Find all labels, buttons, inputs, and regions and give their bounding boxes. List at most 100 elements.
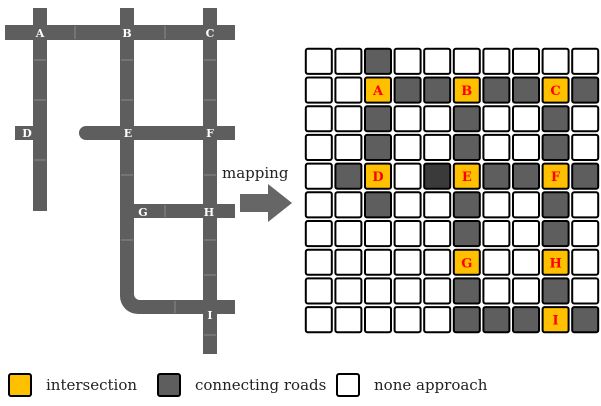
- grid-label-a: A: [372, 84, 384, 99]
- grid-cell-road: [364, 191, 392, 219]
- grid-cell-empty: [571, 105, 600, 133]
- grid-cell-empty: [364, 220, 392, 248]
- road-D-stub: [15, 126, 43, 140]
- grid-cell-empty: [334, 248, 363, 276]
- grid-cell-empty: [423, 306, 452, 334]
- grid-cell-road: [364, 133, 392, 161]
- connecting-road-swatch: [157, 373, 181, 397]
- grid-cell-empty: [482, 47, 511, 75]
- grid-cell-empty: [512, 105, 540, 133]
- grid-cell-empty: [482, 220, 511, 248]
- grid-cell-empty: [334, 277, 363, 305]
- grid-cell-empty: [393, 162, 422, 190]
- grid-label-d: D: [372, 170, 383, 185]
- grid-cell-empty: [423, 191, 452, 219]
- grid-cell-road: [452, 220, 481, 248]
- grid-cell-empty: [571, 220, 600, 248]
- grid-cell-road: [571, 162, 600, 190]
- road-label-f: F: [206, 127, 214, 140]
- grid-cell-empty: [393, 277, 422, 305]
- grid-cell-empty: [304, 277, 333, 305]
- grid-cell-empty: [334, 47, 363, 75]
- grid-cell-empty: [512, 191, 540, 219]
- grid-cell-intersection-h: [541, 248, 570, 276]
- grid-cell-intersection-c: [541, 76, 570, 104]
- grid-cell-empty: [512, 277, 540, 305]
- grid-cell-empty: [423, 248, 452, 276]
- grid-cell-empty: [304, 191, 333, 219]
- grid-cell-road: [364, 47, 392, 75]
- road-label-d: D: [22, 127, 32, 140]
- grid-cell-empty: [393, 220, 422, 248]
- grid-label-i: I: [553, 314, 559, 329]
- grid-cell-intersection-d: [364, 162, 392, 190]
- legend-none-approach-label: none approach: [374, 376, 488, 394]
- mapping-label: mapping: [222, 164, 289, 182]
- grid-cell-empty: [393, 248, 422, 276]
- legend-connecting-roads: connecting roads: [157, 373, 326, 397]
- grid-cell-road: [452, 277, 481, 305]
- grid-cell-intersection-g: [452, 248, 481, 276]
- grid-cell-empty: [304, 220, 333, 248]
- arrow-icon: [240, 184, 292, 222]
- grid-cell-empty: [304, 248, 333, 276]
- grid-cell-empty: [334, 306, 363, 334]
- grid-label-c: C: [550, 84, 560, 99]
- grid-cell-empty: [452, 47, 481, 75]
- grid-cell-road: [541, 191, 570, 219]
- grid-cell-empty: [571, 277, 600, 305]
- mapping-arrow: mapping: [222, 164, 292, 222]
- grid-cell-road: [482, 306, 511, 334]
- grid-cell-road: [393, 76, 422, 104]
- grid-cell-road: [541, 133, 570, 161]
- grid-cell-empty: [304, 306, 333, 334]
- grid-cell-empty: [482, 191, 511, 219]
- grid-cell-road: [452, 133, 481, 161]
- grid-label-f: F: [551, 170, 561, 185]
- road-GH-horizontal: [134, 204, 235, 218]
- legend-intersection: intersection: [8, 373, 137, 397]
- grid-cell-road: [512, 162, 540, 190]
- grid-cell-road: [452, 105, 481, 133]
- grid-cell-empty: [393, 133, 422, 161]
- grid-cell-empty: [334, 191, 363, 219]
- grid-cell-road: [482, 76, 511, 104]
- grid-cell-empty: [334, 76, 363, 104]
- grid-cell-empty: [364, 248, 392, 276]
- grid-cell-empty: [571, 47, 600, 75]
- grid-cell-empty: [512, 47, 540, 75]
- legend-connecting-roads-label: connecting roads: [195, 376, 327, 394]
- grid-cell-intersection-f: [541, 162, 570, 190]
- grid-cell-empty: [393, 306, 422, 334]
- grid-cell-road: [512, 76, 540, 104]
- road-label-b: B: [122, 27, 131, 40]
- road-curve-E-to-I: [120, 126, 235, 314]
- grid-cell-road: [571, 306, 600, 334]
- grid-cell-empty: [304, 105, 333, 133]
- none-approach-swatch: [336, 373, 360, 397]
- grid-cell-empty: [364, 306, 392, 334]
- road-middle-horizontal: [79, 126, 235, 140]
- grid-cell-road: [482, 162, 511, 190]
- grid-cell-intersection-b: [452, 76, 481, 104]
- grid-label-g: G: [461, 256, 472, 271]
- road-label-e: E: [124, 127, 132, 140]
- grid-cell-empty: [423, 47, 452, 75]
- grid-label-e: E: [462, 170, 472, 185]
- grid-cell-road: [452, 306, 481, 334]
- grid-cell-road: [364, 105, 392, 133]
- grid-cell-empty: [482, 277, 511, 305]
- grid-cell-dark: [423, 162, 452, 190]
- legend-none-approach: none approach: [336, 373, 487, 397]
- road-label-c: C: [206, 27, 215, 40]
- grid-cell-empty: [541, 47, 570, 75]
- lane-markings: [34, 26, 216, 336]
- grid-cell-empty: [571, 248, 600, 276]
- road-label-a: A: [35, 27, 45, 40]
- grid-label-b: B: [461, 84, 472, 99]
- grid-cell-intersection-i: [541, 306, 570, 334]
- grid-cell-empty: [393, 191, 422, 219]
- grid-cell-empty: [304, 76, 333, 104]
